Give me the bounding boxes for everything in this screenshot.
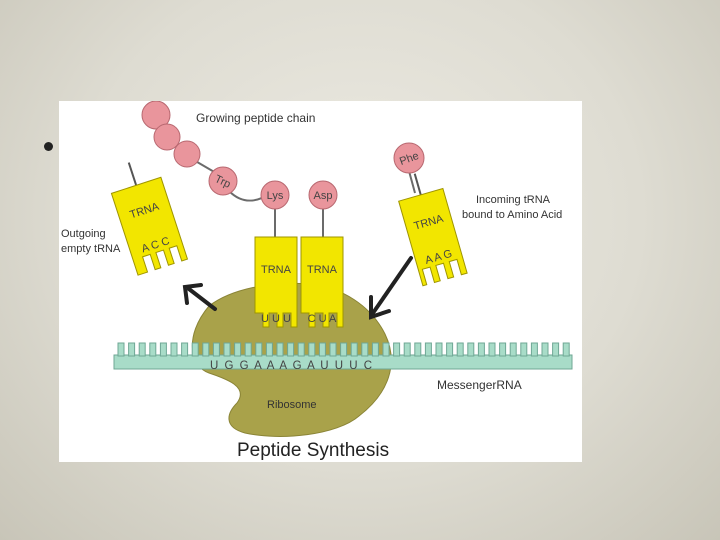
ribosome-label: Ribosome bbox=[267, 399, 317, 411]
mrna-tooth bbox=[288, 343, 294, 356]
mrna-tooth bbox=[521, 343, 527, 356]
outgoing-arrow bbox=[185, 285, 215, 309]
mrna-tooth bbox=[563, 343, 569, 356]
lys-trna-label: TRNA bbox=[261, 264, 292, 276]
mrna-tooth bbox=[182, 343, 188, 356]
mrna-codon-sequence: U G G A A A G A U U U C bbox=[210, 360, 374, 372]
mrna-tooth bbox=[362, 343, 368, 356]
amino-acid-3 bbox=[174, 141, 200, 167]
mrna-tooth bbox=[171, 343, 177, 356]
peptide-synthesis-figure: Trp Lys Asp Phe Growing peptide chain TR… bbox=[59, 101, 582, 462]
mrna-tooth bbox=[330, 343, 336, 356]
amino-acid-lys: Lys bbox=[261, 181, 289, 209]
mrna-tooth bbox=[436, 343, 442, 356]
asp-anticodon: C U A bbox=[308, 313, 337, 325]
mrna-tooth bbox=[447, 343, 453, 356]
mrna-tooth bbox=[372, 343, 378, 356]
mrna-tooth bbox=[425, 343, 431, 356]
mrna-tooth bbox=[394, 343, 400, 356]
incoming-label-line1: Incoming tRNA bbox=[476, 194, 551, 206]
mrna-tooth bbox=[266, 343, 272, 356]
mrna-tooth bbox=[298, 343, 304, 356]
mrna-tooth bbox=[341, 343, 347, 356]
mrna-tooth bbox=[139, 343, 145, 356]
lys-trna: TRNA U U U bbox=[255, 237, 297, 327]
mrna-tooth bbox=[277, 343, 283, 356]
peptide-synthesis-diagram: Trp Lys Asp Phe Growing peptide chain TR… bbox=[59, 101, 582, 462]
mrna-tooth bbox=[383, 343, 389, 356]
mrna-tooth bbox=[531, 343, 537, 356]
mrna-tooth bbox=[129, 343, 135, 356]
mrna-tooth bbox=[404, 343, 410, 356]
mrna-tooth bbox=[213, 343, 219, 356]
mrna-tooth bbox=[256, 343, 262, 356]
outgoing-label-line2: empty tRNA bbox=[61, 243, 121, 255]
mrna-tooth bbox=[150, 343, 156, 356]
mrna-tooth bbox=[224, 343, 230, 356]
messenger-rna-label: MessengerRNA bbox=[437, 378, 522, 392]
mrna-tooth bbox=[415, 343, 421, 356]
mrna-tooth bbox=[553, 343, 559, 356]
amino-acid-trp: Trp bbox=[209, 167, 237, 195]
outgoing-trna: TRNA A C C bbox=[104, 154, 187, 275]
incoming-label-line2: bound to Amino Acid bbox=[462, 209, 562, 221]
mrna-tooth bbox=[319, 343, 325, 356]
mrna-tooth bbox=[245, 343, 251, 356]
lys-label: Lys bbox=[267, 190, 284, 202]
mrna-tooth bbox=[489, 343, 495, 356]
mrna-tooth bbox=[542, 343, 548, 356]
asp-label: Asp bbox=[314, 190, 333, 202]
mrna-tooth bbox=[468, 343, 474, 356]
bullet-point bbox=[44, 142, 53, 151]
amino-acid-asp: Asp bbox=[309, 181, 337, 209]
mrna-tooth bbox=[351, 343, 357, 356]
mrna-tooth bbox=[510, 343, 516, 356]
diagram-title: Peptide Synthesis bbox=[237, 440, 389, 461]
mrna-tooth bbox=[192, 343, 198, 356]
mrna-tooth bbox=[309, 343, 315, 356]
growing-chain-label: Growing peptide chain bbox=[196, 111, 315, 125]
mrna-tooth bbox=[235, 343, 241, 356]
peptide-chain-bonds bbox=[156, 115, 415, 237]
asp-trna-label: TRNA bbox=[307, 264, 338, 276]
amino-acid-phe: Phe bbox=[394, 143, 424, 173]
lys-anticodon: U U U bbox=[261, 313, 291, 325]
incoming-arrow bbox=[371, 258, 411, 317]
mrna-tooth bbox=[457, 343, 463, 356]
mrna-tooth bbox=[478, 343, 484, 356]
outgoing-label-line1: Outgoing bbox=[61, 228, 106, 240]
mrna-tooth bbox=[160, 343, 166, 356]
mrna-tooth bbox=[118, 343, 124, 356]
mrna-tooth bbox=[500, 343, 506, 356]
mrna-tooth bbox=[203, 343, 209, 356]
asp-trna: TRNA C U A bbox=[301, 237, 343, 327]
